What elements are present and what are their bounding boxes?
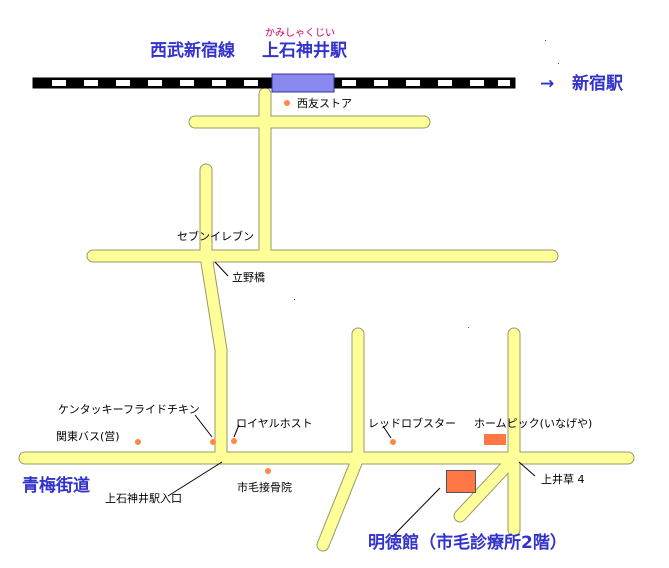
label-ichige-clinic: 市毛接骨院 — [237, 481, 292, 494]
station-furigana: かみしゃくじい — [265, 28, 335, 39]
building-meitokukan — [446, 470, 476, 493]
label-tatenobashi: 立野橋 — [232, 271, 265, 284]
label-seven-eleven: セブンイレブン — [177, 230, 254, 243]
poi-marker-kfc — [210, 439, 216, 445]
station-name: 上石神井駅 — [262, 41, 347, 61]
poi-marker-red-lobster — [390, 439, 396, 445]
road-kamiigusa-diagonal — [454, 452, 520, 522]
label-kamiigusa: 上井草 4 — [541, 473, 585, 486]
station-platform — [271, 73, 335, 93]
railway-ties — [52, 80, 510, 86]
direction-shinjuku-label: 新宿駅 — [572, 74, 623, 94]
road-south-diagonal — [317, 452, 364, 551]
label-royal-host: ロイヤルホスト — [236, 417, 313, 430]
road-tatenobashi-south — [200, 250, 227, 464]
label-red-lobster: レッドロブスター — [368, 417, 456, 430]
label-homepick: ホームピック(いなげや) — [474, 417, 593, 430]
map-specks — [294, 40, 559, 328]
label-kanto-bus: 関東バス(営) — [56, 430, 120, 443]
poi-marker-seiyu — [284, 100, 290, 106]
poi-marker-kanto-bus — [135, 439, 141, 445]
railway-line-name: 西武新宿線 — [150, 41, 235, 61]
poi-marker-ichige-clinic — [265, 468, 271, 474]
road-label-ome-kaido: 青梅街道 — [22, 476, 90, 496]
label-kfc: ケンタッキーフライドチキン — [58, 403, 200, 416]
direction-arrow: → — [540, 74, 555, 94]
roads — [19, 88, 634, 551]
label-destination-meitokukan: 明徳館（市毛診療所2階） — [368, 533, 567, 553]
label-seiyu: 西友ストア — [297, 97, 352, 110]
label-station-entrance: 上石神井駅入口 — [105, 492, 182, 505]
building-homepick — [484, 434, 506, 445]
railway-line — [32, 73, 516, 93]
poi-marker-royal-host — [231, 438, 237, 444]
